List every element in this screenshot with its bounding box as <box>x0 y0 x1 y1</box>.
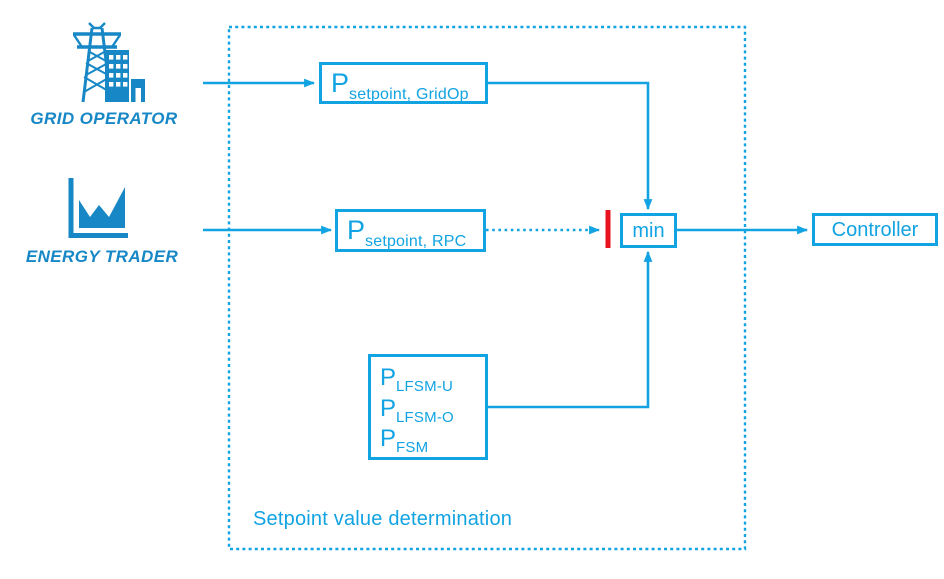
energy-trader-actor: ENERGY TRADER <box>14 176 190 267</box>
lfsm-u-formula: PLFSM-U <box>380 364 454 396</box>
grid-operator-icon <box>73 22 145 103</box>
setpoint-gridop-formula: Psetpoint, GridOp <box>331 67 469 103</box>
energy-trader-icon <box>68 178 128 238</box>
min-label: min <box>632 219 665 242</box>
setpoint-rpc-formula: Psetpoint, RPC <box>347 215 467 250</box>
min-box: min <box>620 213 677 248</box>
fsm-formula: PFSM <box>380 424 429 456</box>
setpoint-rpc-box: Psetpoint, RPC <box>335 209 486 252</box>
controller-box: Controller <box>812 213 938 246</box>
controller-label: Controller <box>831 218 919 241</box>
region-caption: Setpoint value determination <box>253 508 513 530</box>
arrow-gridop-box-to-min <box>488 81 653 211</box>
frequency-limits-box: PLFSM-U PLFSM-O PFSM <box>368 354 488 460</box>
setpoint-gridop-box: Psetpoint, GridOp <box>319 62 488 104</box>
grid-operator-actor: GRID OPERATOR <box>18 20 190 129</box>
energy-trader-label: ENERGY TRADER <box>25 247 179 266</box>
grid-operator-label: GRID OPERATOR <box>30 109 178 128</box>
arrow-limits-box-to-min <box>488 250 653 409</box>
lfsm-o-formula: PLFSM-O <box>380 394 454 426</box>
setpoint-determination-boundary <box>227 25 747 551</box>
